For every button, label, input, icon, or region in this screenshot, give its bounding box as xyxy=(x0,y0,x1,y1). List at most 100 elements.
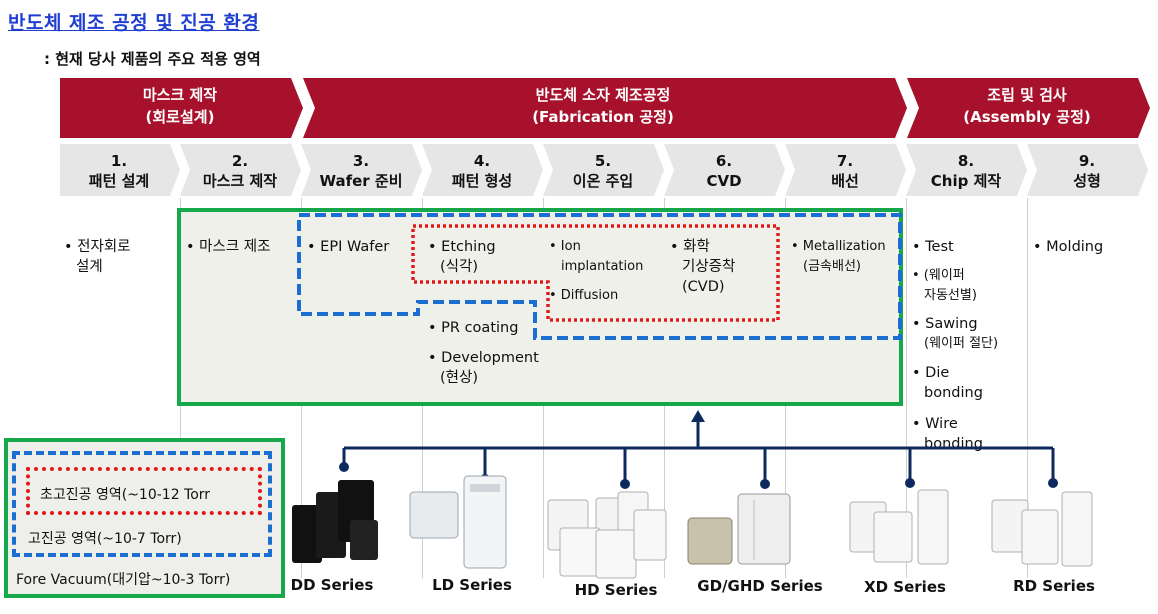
detail-line: • Ion xyxy=(549,239,581,254)
step-number: 8. xyxy=(957,152,975,170)
detail-line: • 전자회로 xyxy=(64,239,131,255)
phase-fab-subtitle: (Fabrication 공정) xyxy=(532,108,674,126)
node-xd xyxy=(905,478,915,488)
detail-step-4-dev: • Development (현상) xyxy=(428,348,539,388)
legend-ultra-vacuum-text: 초고진공 영역(~10-12 Torr xyxy=(40,487,211,503)
phase-chevron-assembly xyxy=(907,78,1150,138)
detail-line: • Molding xyxy=(1033,239,1104,255)
page-subtitle: : 현재 당사 제품의 주요 적용 영역 xyxy=(44,50,261,68)
series-dd-label: DD Series xyxy=(290,576,374,594)
detail-line: • EPI Wafer xyxy=(307,239,390,255)
column-divider xyxy=(906,198,907,578)
phase-mask: 마스크 제작 (회로설계) xyxy=(60,84,300,128)
step-name: 패턴 설계 xyxy=(88,172,150,190)
legend-high-vacuum-text: 고진공 영역(~10-7 Torr) xyxy=(28,531,182,547)
step-number: 3. xyxy=(352,152,370,170)
step-chevron-1 xyxy=(60,144,180,196)
phase-assembly-subtitle: (Assembly 공정) xyxy=(963,108,1091,126)
step-number: 5. xyxy=(594,152,612,170)
step-8: 8.Chip 제작 xyxy=(907,151,1025,191)
series-xd-label: XD Series xyxy=(864,578,946,596)
detail-line: (금속배선) xyxy=(803,259,861,274)
step-chevron-5 xyxy=(543,144,664,196)
node-hd xyxy=(620,479,630,489)
legend-fore-vacuum-box xyxy=(4,438,285,598)
step-chevron-7 xyxy=(785,144,906,196)
legend-fore-vacuum-text: Fore Vacuum(대기압~10-3 Torr) xyxy=(16,572,231,588)
phase-chevron-mask xyxy=(60,78,303,138)
dd-pump-image xyxy=(292,480,378,563)
detail-step-5-diffusion: • Diffusion xyxy=(549,286,618,306)
phase-mask-title: 마스크 제작 xyxy=(142,86,218,104)
xd-pump-image xyxy=(849,489,949,565)
detail-step-7: • Metallization (금속배선) xyxy=(791,237,886,277)
detail-line: • 마스크 제조 xyxy=(186,239,271,255)
step-chevron-9 xyxy=(1027,144,1148,196)
step-name: 패턴 형성 xyxy=(451,172,513,190)
column-divider xyxy=(1027,198,1028,578)
detail-line: bonding xyxy=(924,385,983,401)
detail-line: (웨이퍼 절단) xyxy=(924,336,999,351)
detail-line: 기상증착 xyxy=(682,259,736,275)
legend-ultra-vacuum-box xyxy=(26,467,262,515)
node-dd xyxy=(339,462,349,472)
detail-line: 자동선별) xyxy=(924,288,977,303)
step-name: Wafer 준비 xyxy=(319,172,403,190)
step-number: 4. xyxy=(473,152,491,170)
high-vacuum-outline xyxy=(297,213,902,340)
detail-line: • Test xyxy=(912,239,954,255)
step-name: 마스크 제작 xyxy=(202,172,278,190)
step-1: 1.패턴 설계 xyxy=(60,151,178,191)
page-title: 반도체 제조 공정 및 진공 환경 xyxy=(8,12,260,34)
series-ld-label: LD Series xyxy=(432,576,512,594)
node-rd xyxy=(1048,478,1058,488)
phase-mask-subtitle: (회로설계) xyxy=(145,108,215,126)
step-3: 3. Wafer 준비 xyxy=(302,151,420,191)
step-number: 7. xyxy=(836,152,854,170)
step-name: 배선 xyxy=(831,172,859,190)
detail-line: (현상) xyxy=(440,370,478,386)
gd-ghd-pump-image xyxy=(687,493,791,565)
detail-line: • Metallization xyxy=(791,239,886,254)
step-4: 4. 패턴 형성 xyxy=(423,151,541,191)
ld-pump-image xyxy=(409,475,507,569)
step-name: CVD xyxy=(706,172,742,190)
arrow-up-icon xyxy=(691,410,705,422)
phase-assembly-title: 조립 및 검사 xyxy=(987,86,1067,104)
detail-step-8-test: • Test xyxy=(912,237,954,257)
detail-line: • Die xyxy=(912,365,950,381)
detail-line: • Development xyxy=(428,350,539,366)
step-number: 6. xyxy=(715,152,733,170)
phase-fab-title: 반도체 소자 제조공정 xyxy=(535,86,671,104)
detail-step-3: • EPI Wafer xyxy=(307,237,389,257)
step-6: 6. CVD xyxy=(665,151,783,191)
detail-line: • Diffusion xyxy=(549,288,619,303)
phase-chevron-fab xyxy=(303,78,907,138)
rd-pump-image xyxy=(991,491,1093,567)
detail-step-8-sawing: • Sawing(웨이퍼 절단) xyxy=(912,314,998,354)
step-chevron-6 xyxy=(664,144,785,196)
phase-assembly: 조립 및 검사 (Assembly 공정) xyxy=(907,84,1147,128)
detail-line: (식각) xyxy=(440,259,478,275)
detail-step-8-die: • Die bonding xyxy=(912,363,983,403)
detail-line: • Etching xyxy=(428,239,496,255)
series-rd-label: RD Series xyxy=(1013,577,1095,595)
step-chevron-8 xyxy=(906,144,1027,196)
step-chevron-3 xyxy=(301,144,422,196)
detail-line: (CVD) xyxy=(682,279,725,295)
step-5: 5.이온 주입 xyxy=(544,151,662,191)
step-2: 2. 마스크 제작 xyxy=(181,151,299,191)
detail-step-4-pr: • PR coating xyxy=(428,318,518,338)
phase-fabrication: 반도체 소자 제조공정 (Fabrication 공정) xyxy=(303,84,903,128)
detail-line: • (웨이퍼 xyxy=(912,268,965,283)
step-name: 성형 xyxy=(1073,172,1101,190)
detail-line: • 화학 xyxy=(670,239,710,255)
step-7: 7. 배선 xyxy=(786,151,904,191)
step-number: 2. xyxy=(231,152,249,170)
detail-line: 설계 xyxy=(76,259,103,275)
